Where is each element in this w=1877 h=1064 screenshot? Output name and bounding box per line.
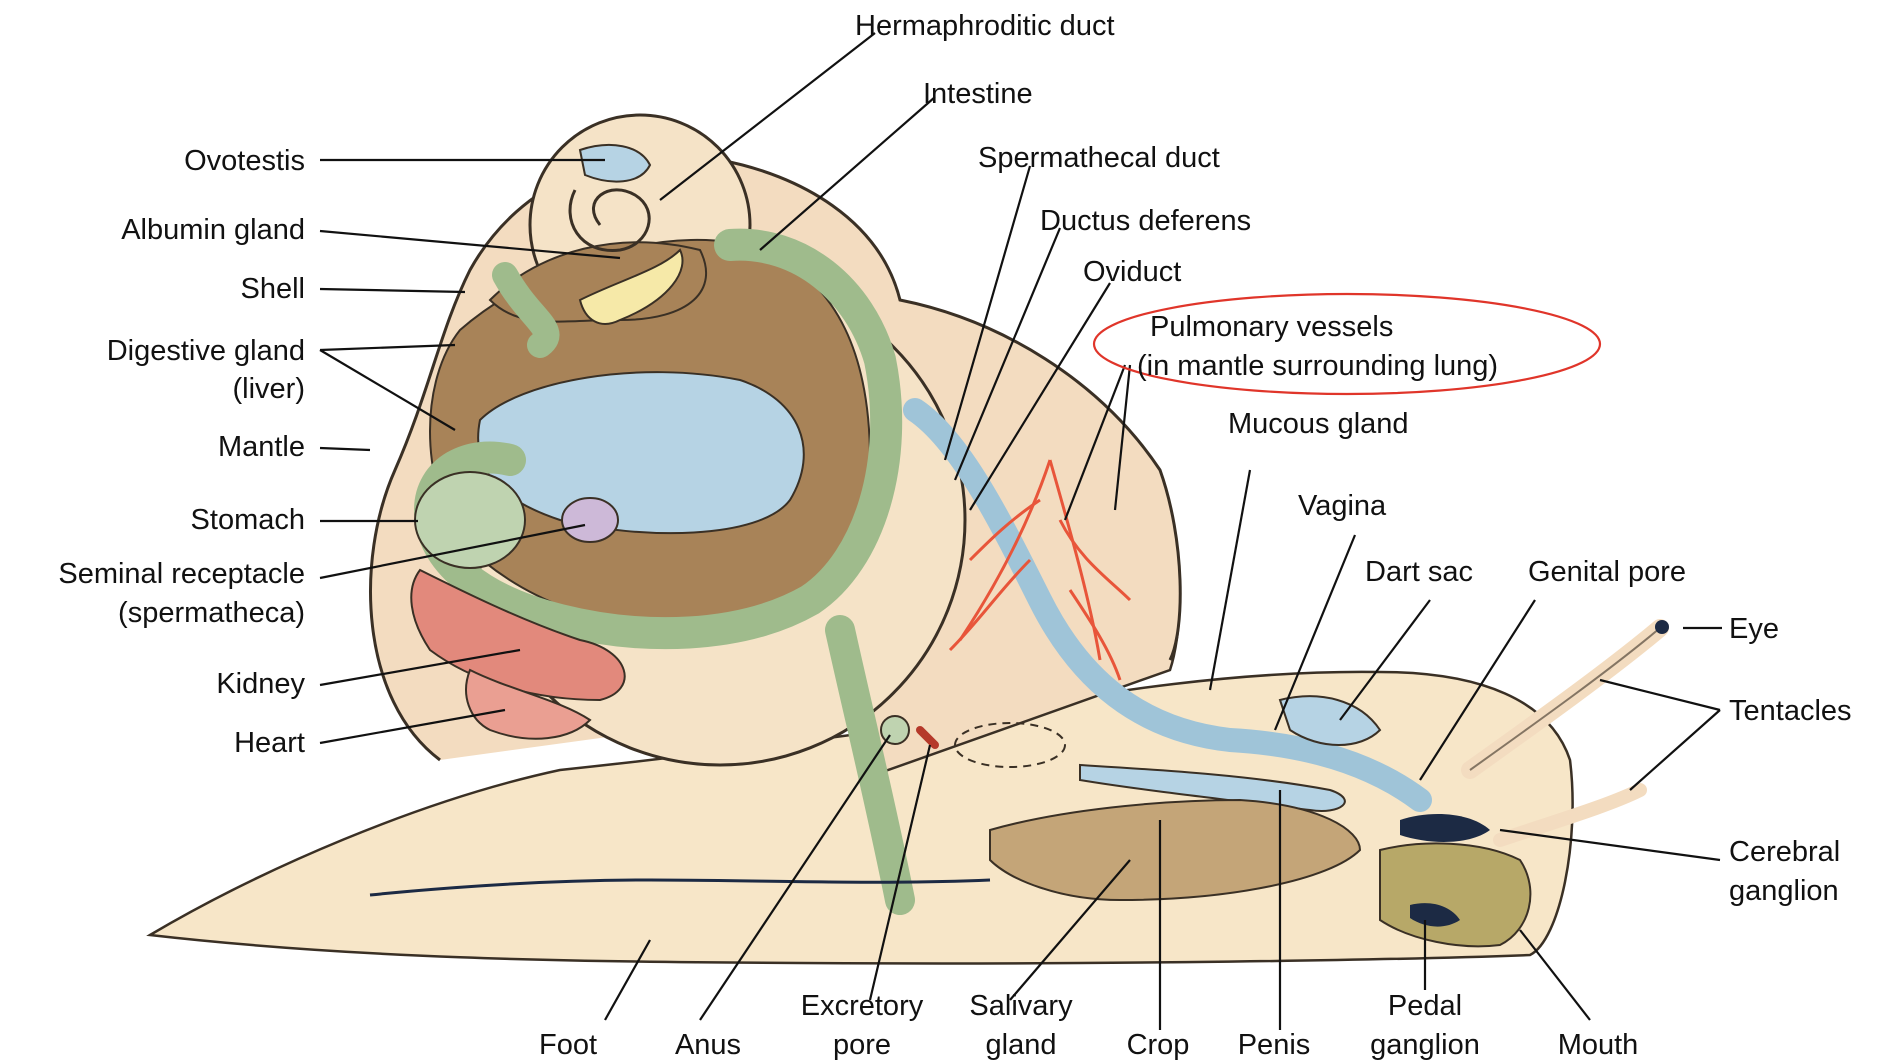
label-salivary-gland-line1: Salivary [969, 990, 1073, 1022]
label-pulmonary-vessels-line2: (in mantle surrounding lung) [1137, 350, 1498, 382]
label-excretory-pore-line1: Excretory [801, 990, 924, 1022]
label-genital-pore: Genital pore [1528, 556, 1686, 588]
label-spermathecal-duct: Spermathecal duct [978, 142, 1220, 174]
label-vagina: Vagina [1298, 490, 1387, 522]
label-anus: Anus [675, 1029, 741, 1061]
label-pedal-ganglion-line1: Pedal [1388, 990, 1462, 1022]
label-kidney: Kidney [216, 668, 305, 700]
label-cerebral-ganglion-line1: Cerebral [1729, 836, 1840, 868]
seminal-receptacle-organ [562, 498, 618, 542]
eye-spot [1655, 620, 1669, 634]
label-albumin-gland: Albumin gland [121, 214, 305, 246]
label-dart-sac: Dart sac [1365, 556, 1473, 588]
label-seminal-receptacle-line2: (spermatheca) [118, 597, 305, 629]
label-salivary-gland-line2: gland [986, 1029, 1057, 1061]
label-ovotestis: Ovotestis [184, 145, 305, 177]
label-foot: Foot [539, 1029, 597, 1061]
label-cerebral-ganglion-line2: ganglion [1729, 875, 1839, 907]
label-intestine: Intestine [923, 78, 1033, 110]
label-mucous-gland: Mucous gland [1228, 408, 1409, 440]
label-stomach: Stomach [191, 504, 305, 536]
label-crop: Crop [1127, 1029, 1190, 1061]
buccal-mass [1380, 843, 1530, 946]
label-eye: Eye [1729, 613, 1779, 645]
label-heart: Heart [234, 727, 305, 759]
label-penis: Penis [1238, 1029, 1311, 1061]
label-excretory-pore-line2: pore [833, 1029, 891, 1061]
label-pulmonary-vessels-line1: Pulmonary vessels [1150, 311, 1393, 343]
label-ductus-deferens: Ductus deferens [1040, 205, 1251, 237]
label-digestive-gland-line1: Digestive gland [107, 335, 305, 367]
anus-opening [881, 716, 909, 744]
label-tentacles: Tentacles [1729, 695, 1852, 727]
label-pedal-ganglion-line2: ganglion [1370, 1029, 1480, 1061]
label-mantle: Mantle [218, 431, 305, 463]
label-digestive-gland-line2: (liver) [233, 373, 306, 405]
label-oviduct: Oviduct [1083, 256, 1181, 288]
label-shell: Shell [241, 273, 306, 305]
label-mouth: Mouth [1558, 1029, 1639, 1061]
stomach-organ [415, 472, 525, 568]
label-seminal-receptacle-line1: Seminal receptacle [58, 558, 305, 590]
label-hermaphroditic-duct: Hermaphroditic duct [855, 10, 1115, 42]
